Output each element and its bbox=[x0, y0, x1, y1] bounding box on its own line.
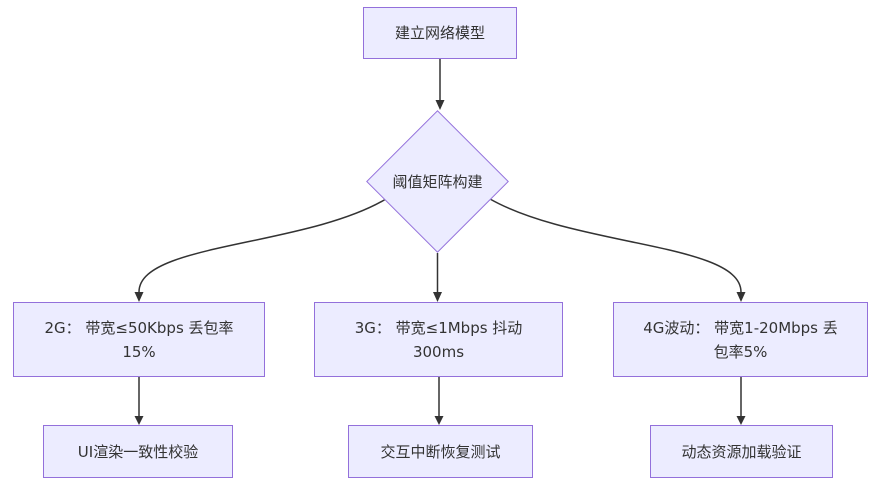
arrowhead-threshold-4g bbox=[736, 292, 746, 302]
node-threshold-matrix: 阈值矩阵构建 bbox=[366, 110, 509, 253]
arrowhead-threshold-3g bbox=[433, 292, 442, 302]
node-net-4g-line1: 4G波动： 带宽1-20Mbps 丢 bbox=[643, 318, 838, 337]
node-net-4g-line2: 包率5% bbox=[713, 342, 768, 361]
node-net-4g: 4G波动： 带宽1-20Mbps 丢 包率5% bbox=[613, 302, 868, 377]
node-net-3g-line1: 3G： 带宽≤1Mbps 抖动 bbox=[354, 318, 523, 337]
node-net-3g: 3G： 带宽≤1Mbps 抖动 300ms bbox=[314, 302, 563, 377]
node-check-dynamic: 动态资源加载验证 bbox=[650, 425, 833, 478]
node-threshold-matrix-label: 阈值矩阵构建 bbox=[392, 172, 483, 191]
arrowhead-4g-dynamic bbox=[736, 416, 746, 425]
node-check-ui: UI渲染一致性校验 bbox=[43, 425, 233, 478]
arrowhead-threshold-2g bbox=[134, 292, 144, 302]
edge-threshold-2g bbox=[138, 198, 387, 293]
node-start: 建立网络模型 bbox=[363, 7, 517, 59]
arrowhead-3g-interact bbox=[434, 416, 444, 425]
node-check-interact-label: 交互中断恢复测试 bbox=[380, 442, 501, 461]
node-net-3g-line2: 300ms bbox=[412, 342, 465, 361]
node-net-2g: 2G： 带宽≤50Kbps 丢包率 15% bbox=[13, 302, 265, 377]
node-start-label: 建立网络模型 bbox=[394, 24, 485, 42]
node-check-interact: 交互中断恢复测试 bbox=[348, 425, 533, 478]
arrowhead-start-threshold bbox=[435, 100, 445, 110]
node-net-2g-line2: 15% bbox=[122, 342, 156, 361]
edge-threshold-4g bbox=[489, 198, 742, 293]
node-check-dynamic-label: 动态资源加载验证 bbox=[681, 442, 802, 461]
node-net-2g-line1: 2G： 带宽≤50Kbps 丢包率 bbox=[44, 318, 234, 337]
node-check-ui-label: UI渲染一致性校验 bbox=[77, 442, 199, 461]
arrowhead-2g-ui bbox=[134, 416, 144, 425]
